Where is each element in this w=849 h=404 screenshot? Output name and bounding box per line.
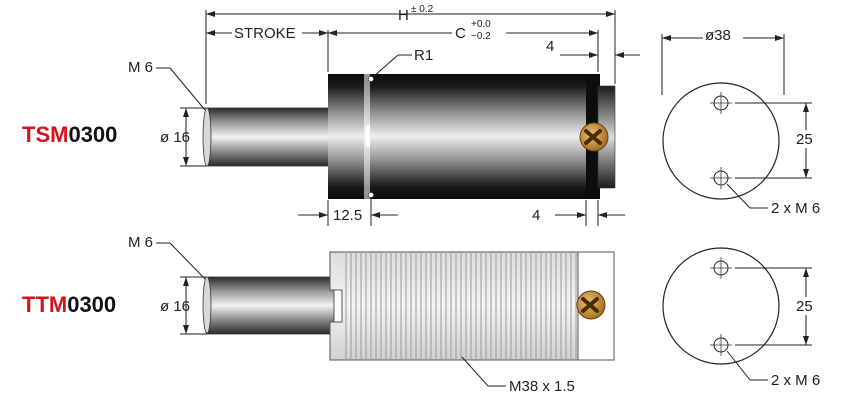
ttm-screw-slot-icon <box>581 297 599 313</box>
c-tolerance-upper: +0.0 <box>471 19 491 30</box>
ttm-rod-end <box>202 276 212 334</box>
ttm-thread-m6: M 6 <box>128 234 153 251</box>
ttm-rod-diameter: ø 16 <box>160 298 190 315</box>
h-tolerance: ± 0.2 <box>411 4 434 15</box>
tsm-screw-slot-icon <box>584 129 602 145</box>
diameter-38-label: ø38 <box>705 27 731 44</box>
ttm-spacing-25: 25 <box>796 298 813 315</box>
tsm-spacing-25: 25 <box>796 131 813 148</box>
r1-label: R1 <box>414 47 433 64</box>
tsm-piston-rod <box>205 107 333 167</box>
four-top-label: 4 <box>546 38 554 55</box>
twelve-five-label: 12.5 <box>333 207 362 224</box>
tsm-bottom-marker <box>368 192 374 198</box>
h-dimension-label: H <box>398 7 409 24</box>
tsm-model-label: TSM0300 <box>22 122 117 147</box>
four-bottom-label: 4 <box>532 207 540 224</box>
ttm-piston-rod <box>205 276 335 335</box>
c-dimension-label: C <box>455 25 466 42</box>
tsm-r1-marker <box>368 76 374 82</box>
tsm-slot <box>366 125 370 147</box>
tsm-end-view <box>662 82 780 200</box>
tsm-assembly: TSM0300 H ± 0.2 STROKE C +0.0 <box>22 4 820 226</box>
ttm-assembly: TTM0300 M 6 ø 16 M38 x 1.5 <box>22 234 820 395</box>
ttm-thread-lines <box>342 252 580 360</box>
ttm-holes-2xm6: 2 x M 6 <box>771 372 820 389</box>
tsm-rod-end <box>202 107 212 167</box>
ttm-model-label: TTM0300 <box>22 292 116 317</box>
tsm-holes-2xm6: 2 x M 6 <box>771 200 820 217</box>
tsm-body <box>328 74 588 199</box>
stroke-label: STROKE <box>234 25 296 42</box>
tsm-thread-m6: M 6 <box>128 59 153 76</box>
ttm-end-view <box>662 247 780 365</box>
body-thread-label: M38 x 1.5 <box>509 378 575 395</box>
c-tolerance-lower: −0.2 <box>471 31 491 42</box>
tsm-rod-diameter: ø 16 <box>160 129 190 146</box>
